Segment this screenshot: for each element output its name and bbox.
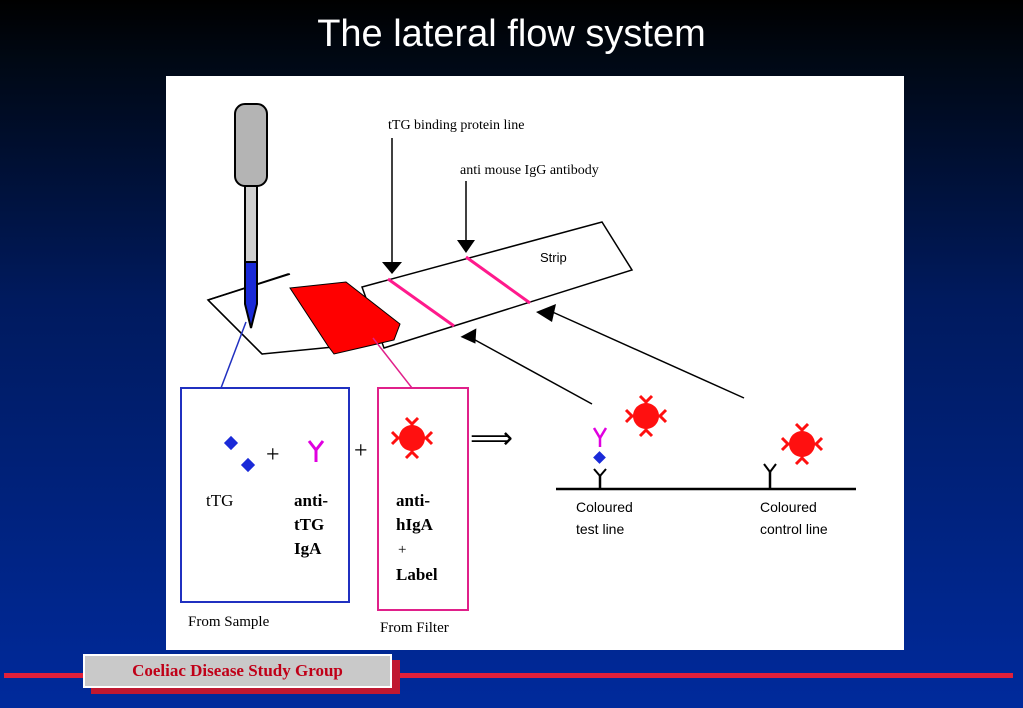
control-line: [465, 255, 531, 305]
filter-box: [377, 387, 469, 611]
anti-ttg-label-2: tTG: [294, 515, 324, 534]
footer-rule-right: [398, 673, 1013, 678]
test-line-complex: [592, 394, 668, 477]
test-line: [387, 277, 455, 328]
test-line-label-1: Coloured: [576, 499, 633, 515]
ttg-label: tTG: [206, 491, 233, 510]
strip-label: Strip: [540, 250, 567, 265]
pipette: [234, 103, 268, 329]
from-filter-caption: From Filter: [380, 620, 449, 636]
anti-mouse-callout: anti mouse IgG antibody: [460, 163, 599, 178]
conjugate-pad: [289, 281, 401, 355]
filter-label-3: +: [398, 542, 406, 558]
filter-label-1: anti-: [396, 491, 430, 510]
plus-sign: +: [266, 442, 280, 468]
labelled-antibody-icon: [390, 416, 434, 460]
anti-ttg-label-3: IgA: [294, 539, 322, 558]
test-line-label-2: test line: [576, 521, 624, 537]
footer-rule-left: [4, 673, 84, 678]
control-line-label-1: Coloured: [760, 499, 817, 515]
control-line-complex: [763, 422, 824, 473]
antibody-icon: [307, 440, 325, 462]
plus-sign-2: +: [354, 438, 368, 464]
filter-label-2: hIgA: [396, 515, 434, 534]
from-sample-caption: From Sample: [188, 614, 270, 630]
diagram-panel: Strip tTG binding protein line anti mous…: [166, 76, 904, 650]
footer-label: Coeliac Disease Study Group: [83, 654, 392, 688]
lateral-flow-diagram: Strip tTG binding protein line anti mous…: [180, 103, 856, 636]
filter-label-4: Label: [396, 565, 438, 584]
sample-box: [180, 387, 350, 603]
control-line-label-2: control line: [760, 521, 828, 537]
implies-arrow-icon: ⟹: [470, 421, 513, 456]
anti-ttg-label-1: anti-: [294, 491, 328, 510]
slide-title: The lateral flow system: [317, 13, 706, 55]
ttg-line-callout: tTG binding protein line: [388, 118, 524, 133]
